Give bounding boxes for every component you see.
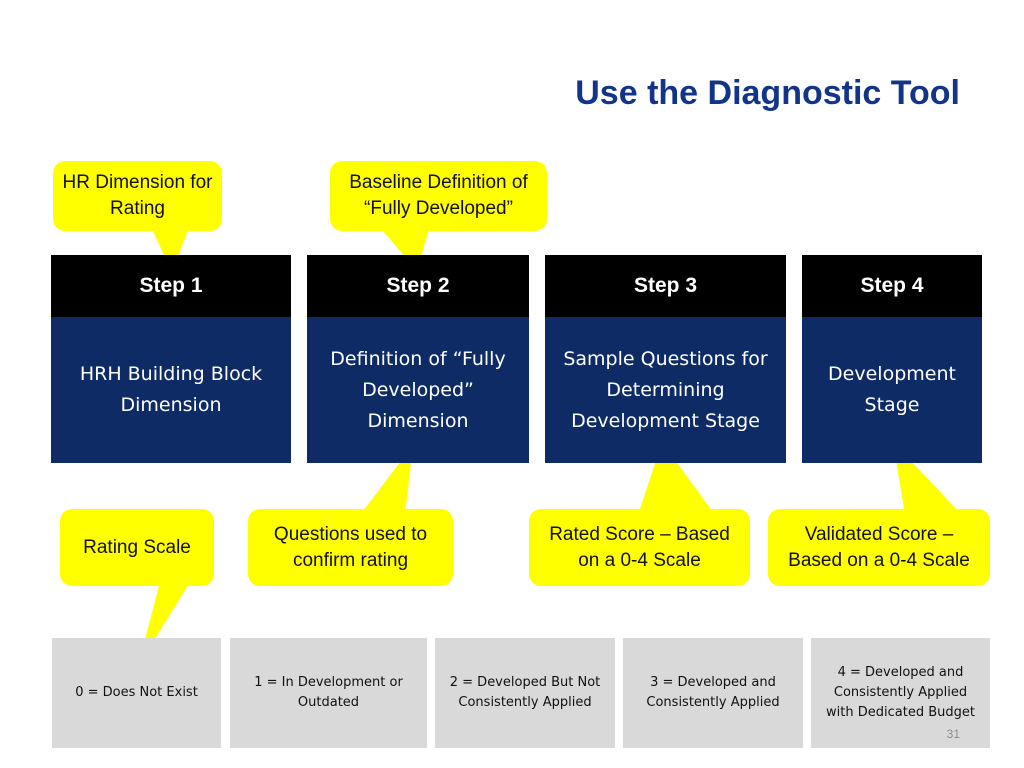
callout-hr-dimension: HR Dimension for Rating bbox=[53, 161, 222, 231]
page-number: 31 bbox=[946, 727, 960, 741]
callout-hr-dimension-text: HR Dimension for Rating bbox=[62, 172, 213, 219]
callout-questions-used: Questions used to confirm rating bbox=[248, 509, 453, 586]
step-3-body-text: Sample Questions for Determining Develop… bbox=[563, 347, 768, 432]
rating-scale-2-text: 2 = Developed But Not Consistently Appli… bbox=[449, 675, 601, 710]
step-2-body: Definition of “Fully Developed” Dimensio… bbox=[307, 317, 529, 463]
callout-baseline-definition: Baseline Definition of “Fully Developed” bbox=[330, 161, 547, 231]
rating-scale-2: 2 = Developed But Not Consistently Appli… bbox=[435, 638, 615, 748]
rating-scale-0-text: 0 = Does Not Exist bbox=[75, 685, 198, 700]
rating-scale-4: 4 = Developed and Consistently Applied w… bbox=[811, 638, 990, 748]
callout-rating-scale-text: Rating Scale bbox=[83, 536, 191, 558]
rating-scale-3: 3 = Developed and Consistently Applied bbox=[623, 638, 803, 748]
step-3-body: Sample Questions for Determining Develop… bbox=[545, 317, 786, 463]
step-2-body-text: Definition of “Fully Developed” Dimensio… bbox=[330, 347, 506, 432]
rating-scale-0: 0 = Does Not Exist bbox=[52, 638, 221, 748]
step-2-header: Step 2 bbox=[307, 255, 529, 317]
callout-validated-score-text: Validated Score – Based on a 0-4 Scale bbox=[788, 523, 970, 571]
callout-rated-score-text: Rated Score – Based on a 0-4 Scale bbox=[549, 523, 730, 571]
rating-scale-4-text: 4 = Developed and Consistently Applied w… bbox=[826, 665, 975, 720]
step-4: Step 4 Development Stage bbox=[802, 255, 982, 463]
step-1-body-text: HRH Building Block Dimension bbox=[79, 363, 263, 416]
step-1-header: Step 1 bbox=[51, 255, 291, 317]
step-4-body-text: Development Stage bbox=[828, 363, 956, 416]
step-4-header: Step 4 bbox=[802, 255, 982, 317]
step-2: Step 2 Definition of “Fully Developed” D… bbox=[307, 255, 529, 463]
page-title: Use the Diagnostic Tool bbox=[575, 74, 960, 112]
rating-scale-1-text: 1 = In Development or Outdated bbox=[254, 675, 403, 710]
pointer-hr-dimension bbox=[150, 225, 190, 272]
callout-rated-score: Rated Score – Based on a 0-4 Scale bbox=[529, 509, 750, 586]
step-3: Step 3 Sample Questions for Determining … bbox=[545, 255, 786, 463]
step-4-body: Development Stage bbox=[802, 317, 982, 463]
step-3-header: Step 3 bbox=[545, 255, 786, 317]
callout-baseline-definition-text: Baseline Definition of “Fully Developed” bbox=[349, 172, 528, 219]
callout-rating-scale: Rating Scale bbox=[60, 509, 214, 586]
callout-validated-score: Validated Score – Based on a 0-4 Scale bbox=[768, 509, 990, 586]
step-1: Step 1 HRH Building Block Dimension bbox=[51, 255, 291, 463]
callout-questions-used-text: Questions used to confirm rating bbox=[273, 523, 428, 571]
step-1-body: HRH Building Block Dimension bbox=[51, 317, 291, 463]
rating-scale-1: 1 = In Development or Outdated bbox=[230, 638, 427, 748]
rating-scale-3-text: 3 = Developed and Consistently Applied bbox=[646, 675, 780, 710]
